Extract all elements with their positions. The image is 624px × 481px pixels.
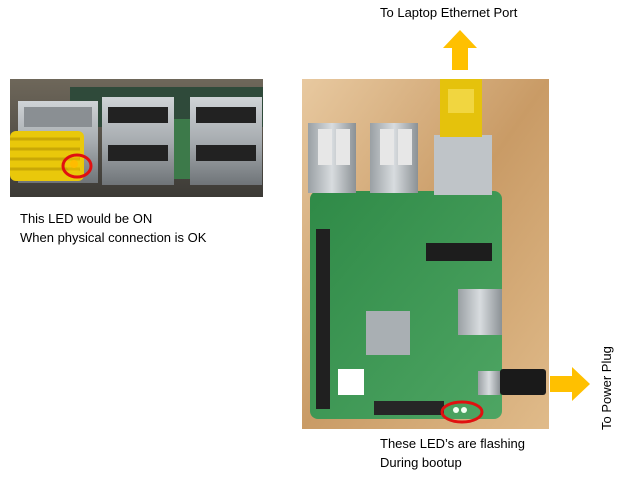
up-arrow-icon (443, 30, 477, 70)
ethernet-port-photo (10, 79, 263, 197)
flashing-led-note: These LED’s are flashing During bootup (380, 434, 525, 472)
led-note-line2: When physical connection is OK (20, 230, 207, 245)
led-note: This LED would be ON When physical conne… (20, 209, 206, 247)
right-arrow-icon (550, 367, 590, 401)
flashing-led-note-line1: These LED’s are flashing (380, 436, 526, 451)
raspberry-pi-photo (302, 79, 549, 429)
status-led-highlight-ring (440, 400, 484, 424)
led-note-line1: This LED would be ON (20, 211, 153, 226)
flashing-led-note-line2: During bootup (380, 455, 462, 470)
to-power-label: To Power Plug (599, 346, 614, 430)
led-highlight-ring (61, 153, 93, 179)
to-laptop-label: To Laptop Ethernet Port (380, 5, 518, 20)
